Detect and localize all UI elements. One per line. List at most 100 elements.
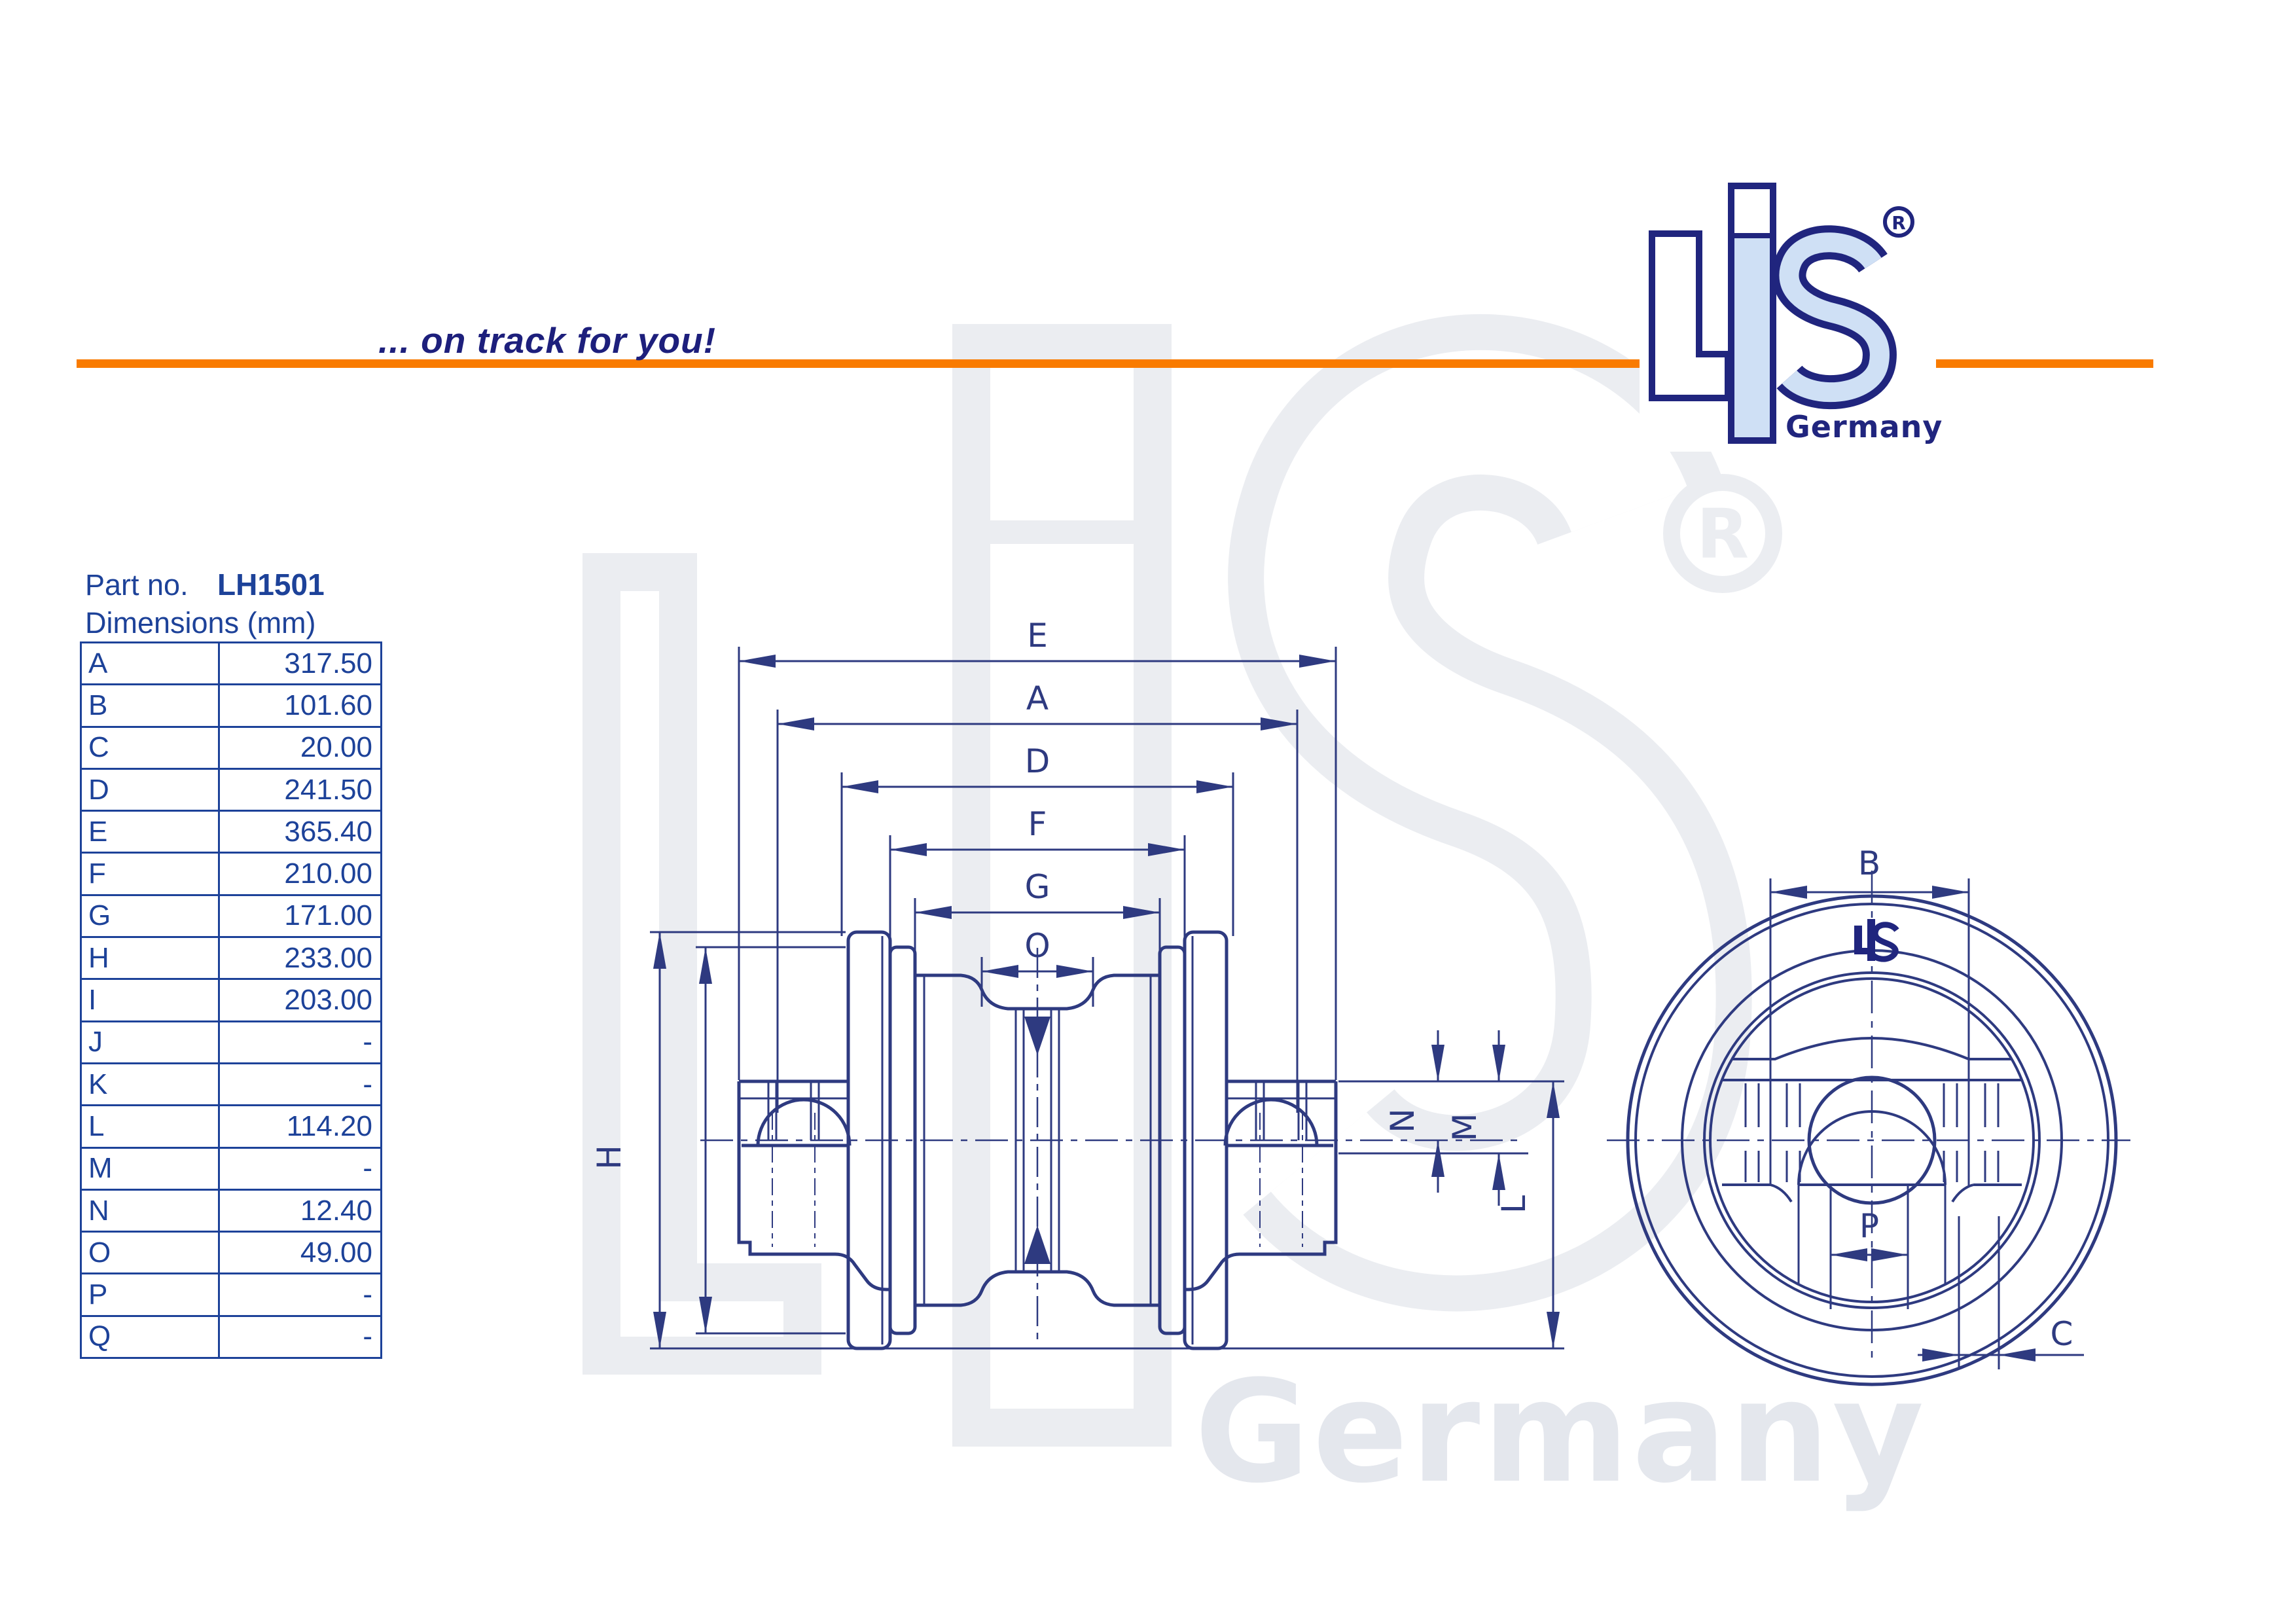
bolt-holes — [767, 1081, 820, 1247]
section-arrow-top — [1024, 1017, 1050, 1055]
row-value: 203.00 — [284, 984, 372, 1017]
row-value: - — [363, 1026, 372, 1058]
logo-letter-s — [1772, 225, 1897, 410]
dim-label-g: G — [1025, 868, 1050, 906]
dim-label-f: F — [1028, 805, 1047, 843]
dimension-table: A 317.50 B 101.60 C 20.00 D 241.50 E 365.40 F… — [80, 641, 382, 1359]
table-row: B 101.60 — [82, 683, 380, 726]
watermark-l-shape — [583, 553, 821, 1375]
row-value: 317.50 — [284, 647, 372, 679]
row-letter: N — [82, 1190, 220, 1231]
dim-label-m: M — [1446, 1113, 1484, 1141]
row-letter: C — [82, 727, 220, 768]
row-value: 114.20 — [286, 1110, 372, 1142]
row-letter: Q — [82, 1316, 220, 1358]
lis-logo-mini-icon — [1854, 919, 1899, 962]
row-letter: L — [82, 1106, 220, 1147]
table-row: P- — [82, 1272, 380, 1315]
logo-registered-icon: R — [1883, 206, 1914, 238]
part-number-label: Part no. — [85, 568, 188, 602]
side-view-labels: E A D F G O H N M L — [590, 617, 1533, 1214]
row-letter: I — [82, 980, 220, 1020]
table-row: Q- — [82, 1314, 380, 1358]
row-value: 233.00 — [284, 941, 372, 974]
watermark-s-shape — [1228, 314, 1752, 1312]
row-letter: D — [82, 769, 220, 810]
row-letter: B — [82, 685, 220, 726]
dim-B — [1769, 878, 1970, 1186]
watermark-registered-icon: R — [1663, 474, 1782, 593]
front-view-labels: B P C — [1858, 844, 2073, 1353]
dim-label-c: C — [2051, 1315, 2073, 1353]
slogan-text: ... on track for you! — [378, 320, 717, 361]
row-letter: O — [82, 1233, 220, 1273]
row-value: - — [363, 1278, 372, 1311]
table-row: N 12.40 — [82, 1188, 380, 1231]
lis-logo: R Germany — [1640, 175, 1943, 452]
side-view — [650, 647, 1564, 1350]
dim-label-o: O — [1024, 927, 1050, 965]
row-letter: F — [82, 854, 220, 894]
dim-label-e: E — [1027, 617, 1048, 655]
barrel-top — [915, 973, 1037, 1011]
table-row: D 241.50 — [82, 767, 380, 810]
logo-germany-text: Germany — [1785, 409, 1943, 444]
row-value: 365.40 — [284, 815, 372, 848]
table-row: A 317.50 — [82, 643, 380, 684]
dim-label-d: D — [1025, 742, 1050, 780]
table-row: E 365.40 — [82, 810, 380, 852]
section-arrow-bottom — [1024, 1225, 1050, 1264]
dim-C — [1918, 1216, 2084, 1369]
watermark-registered-letter: R — [1696, 494, 1749, 574]
dim-label-p: P — [1859, 1207, 1879, 1245]
top-dimension-lines — [738, 647, 1337, 1113]
row-letter: G — [82, 895, 220, 937]
dim-P — [1829, 1186, 1909, 1309]
axle-bowl — [756, 1098, 852, 1146]
row-letter: J — [82, 1022, 220, 1062]
row-value: 49.00 — [300, 1236, 372, 1269]
logo-registered-letter: R — [1892, 212, 1906, 234]
row-letter: K — [82, 1064, 220, 1105]
dim-label-h: H — [590, 1145, 628, 1170]
watermark-germany-text: Germany — [1194, 1350, 1927, 1514]
dim-label-b: B — [1858, 844, 1880, 882]
row-value: 12.40 — [300, 1194, 372, 1227]
row-value: - — [363, 1152, 372, 1185]
dimensions-label: Dimensions (mm) — [85, 606, 316, 640]
table-row: C 20.00 — [82, 725, 380, 768]
table-row: M- — [82, 1146, 380, 1189]
row-letter: H — [82, 938, 220, 979]
dim-label-n: N — [1384, 1108, 1422, 1132]
left-dimensions — [650, 931, 1564, 1350]
table-row: H 233.00 — [82, 936, 380, 979]
axle-block-outline — [737, 1081, 890, 1291]
front-view — [1607, 871, 2130, 1386]
orange-rule — [77, 359, 2153, 368]
table-row: F 210.00 — [82, 852, 380, 894]
table-row: K- — [82, 1062, 380, 1105]
row-value: 210.00 — [284, 857, 372, 890]
row-letter: E — [82, 812, 220, 852]
row-letter: M — [82, 1148, 220, 1189]
right-dimensions — [1338, 1030, 1564, 1348]
dim-label-a: A — [1026, 679, 1049, 717]
table-row: J- — [82, 1020, 380, 1062]
row-value: 241.50 — [284, 773, 372, 806]
table-row: O 49.00 — [82, 1231, 380, 1273]
table-row: G 171.00 — [82, 893, 380, 937]
row-value: - — [363, 1320, 372, 1353]
row-value: 101.60 — [284, 689, 372, 721]
row-value: 171.00 — [284, 899, 372, 932]
row-value: 20.00 — [300, 731, 372, 764]
row-letter: A — [82, 643, 220, 684]
barrel-bottom — [915, 1270, 1037, 1307]
row-letter: P — [82, 1274, 220, 1315]
row-value: - — [363, 1068, 372, 1100]
logo-letter-i — [1728, 183, 1776, 444]
part-number-value: LH1501 — [217, 568, 325, 602]
table-row: I 203.00 — [82, 978, 380, 1020]
dim-label-l: L — [1495, 1195, 1533, 1214]
